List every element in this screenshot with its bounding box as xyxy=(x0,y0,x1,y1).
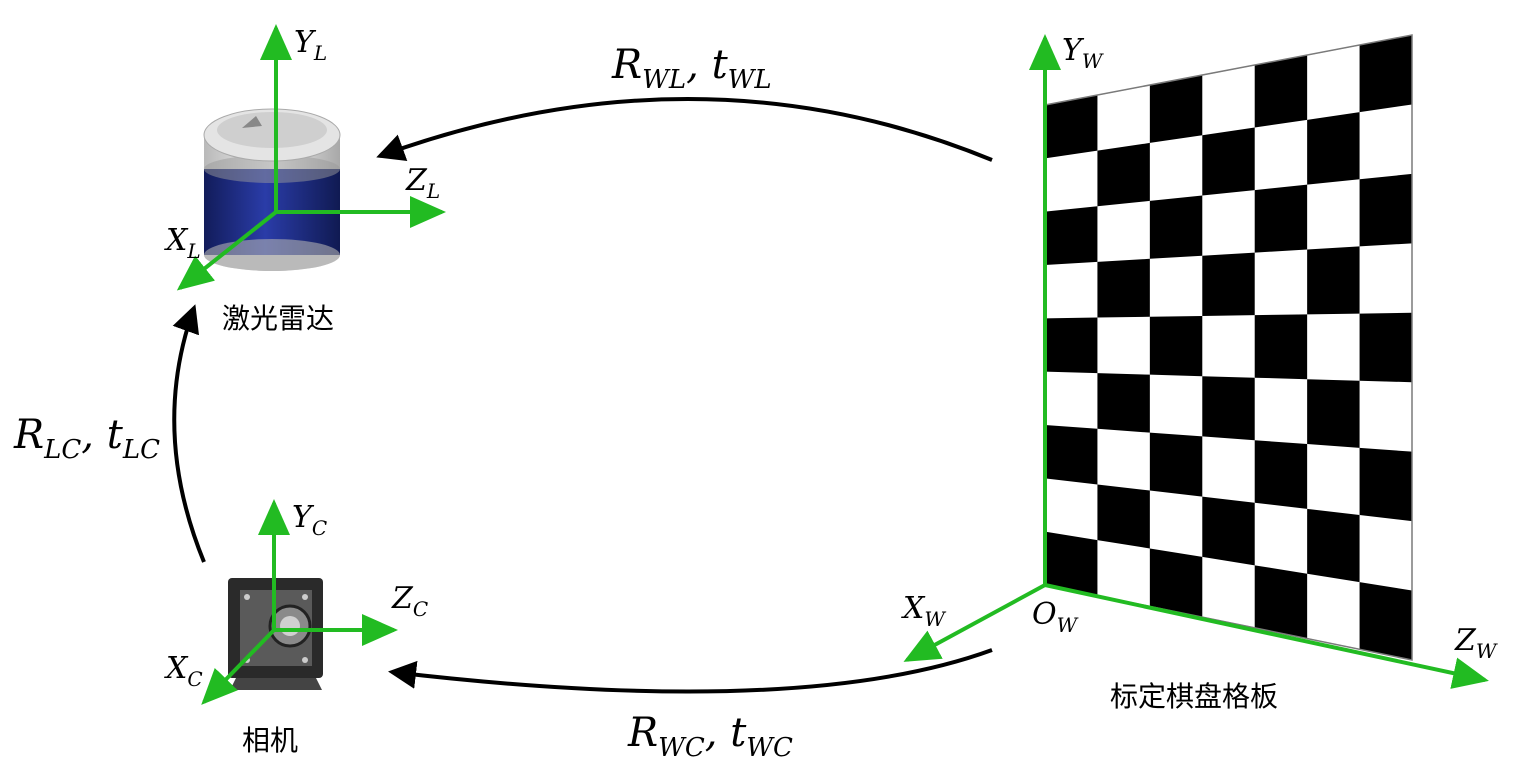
checker-square xyxy=(1254,314,1308,380)
checker-square xyxy=(1149,548,1203,618)
lidar-y-label: YL xyxy=(294,25,327,65)
camera-caption: 相机 xyxy=(242,724,298,757)
checker-square xyxy=(1149,75,1203,143)
checker-square xyxy=(1149,432,1203,497)
lidar-caption: 激光雷达 xyxy=(222,302,334,335)
arrow-world-to-lidar xyxy=(376,97,993,162)
transform-arrows xyxy=(172,97,993,694)
checker-square xyxy=(1307,246,1360,315)
lidar-x-label: XL xyxy=(164,223,201,263)
checker-square xyxy=(1149,315,1203,377)
checker-square xyxy=(1359,312,1412,383)
calibration-checkerboard xyxy=(1045,35,1412,660)
lidar-axes xyxy=(176,24,446,291)
checker-square xyxy=(1097,484,1150,549)
checker-square xyxy=(1254,55,1308,128)
checker-square xyxy=(1097,142,1150,207)
relation-lidar-camera-label: RLC, tLC xyxy=(13,412,160,465)
arrow-camera-to-lidar xyxy=(172,304,206,563)
checker-square xyxy=(1097,258,1150,318)
checker-square xyxy=(1202,496,1255,566)
checker-square xyxy=(1045,425,1098,485)
checker-square xyxy=(1254,565,1308,639)
world-x-axis xyxy=(903,583,1046,662)
world-y-label: YW xyxy=(1062,33,1104,73)
checker-square xyxy=(1359,447,1412,522)
relation-world-lidar-label: RWL, tWL xyxy=(611,42,772,95)
lidar-x-axis xyxy=(176,210,278,291)
lidar-device-image xyxy=(203,108,341,271)
lidar-z-label: ZL xyxy=(405,163,440,203)
checker-square xyxy=(1202,376,1255,441)
camera-z-label: ZC xyxy=(391,581,428,621)
checker-square xyxy=(1359,582,1412,660)
checker-square xyxy=(1149,195,1203,259)
checker-square xyxy=(1254,184,1308,253)
arrow-world-to-camera xyxy=(388,648,993,694)
checker-square xyxy=(1202,127,1255,196)
camera-y-label: YC xyxy=(292,500,327,540)
checker-square xyxy=(1359,35,1412,113)
checker-square xyxy=(1307,508,1360,583)
checker-square xyxy=(1359,173,1412,247)
checker-square xyxy=(1307,112,1360,185)
checker-square xyxy=(1307,379,1360,448)
checker-square xyxy=(1045,206,1098,265)
checker-square xyxy=(1045,95,1098,159)
checker-square xyxy=(1254,440,1308,509)
world-z-axis xyxy=(1044,583,1489,689)
camera-x-label: XC xyxy=(164,651,203,691)
world-x-label: XW xyxy=(901,591,946,631)
world-axes xyxy=(903,34,1489,689)
checkerboard-caption: 标定棋盘格板 xyxy=(1110,680,1278,713)
camera-axes xyxy=(201,499,398,705)
checker-square xyxy=(1097,373,1150,433)
world-z-label: ZW xyxy=(1454,623,1498,663)
relation-world-camera-label: RWC, tWC xyxy=(627,710,793,763)
camera-x-axis xyxy=(201,628,276,705)
world-origin-label: OW xyxy=(1032,597,1079,637)
checker-square xyxy=(1045,317,1098,374)
checker-square xyxy=(1202,252,1255,316)
checker-square xyxy=(1045,531,1098,596)
